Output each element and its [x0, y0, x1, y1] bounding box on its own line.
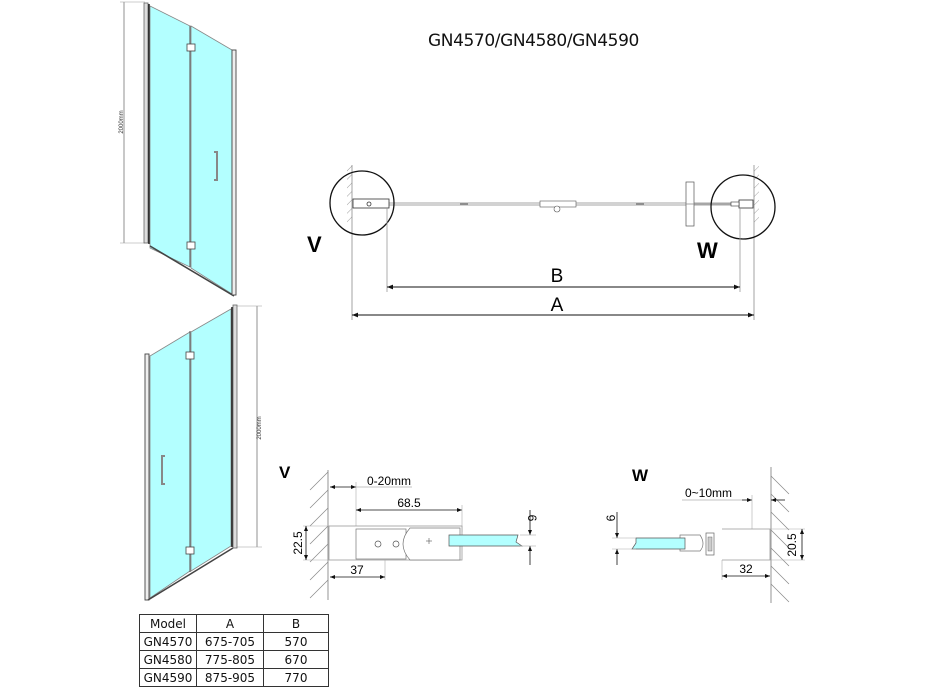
table-header: B [263, 614, 329, 633]
dimension-a-label: A [551, 295, 564, 316]
table-row: GN4570 675-705 570 [139, 632, 329, 651]
wall-profile [232, 304, 238, 549]
glass-panel-door [190, 25, 233, 295]
detail-v: V 0-20mm 68.5 [279, 463, 539, 600]
detail-circle-v [329, 170, 395, 236]
hinge-icon [185, 351, 195, 360]
door-view-bottom: 2000mm [144, 304, 263, 601]
glass-panel-fixed [149, 5, 191, 268]
table-row: GN4590 875-905 770 [139, 668, 329, 687]
drawing-title: GN4570/GN4580/GN4590 [428, 31, 639, 51]
glass-section [448, 534, 524, 547]
table-cell: GN4570 [139, 632, 197, 651]
height-label: 2000mm [257, 416, 263, 439]
profile-depth-label: 20.5 [785, 533, 799, 557]
glass-thickness-label: 6 [525, 515, 539, 522]
dimension-b-label: B [551, 266, 564, 287]
detail-label-w: W [697, 238, 718, 263]
model-dimension-table: Model A B GN4570 675-705 570 GN4580 775-… [139, 614, 329, 687]
profile-length-label: 68.5 [397, 496, 421, 510]
detail-w-title: W [632, 466, 649, 485]
hinge-icon [186, 241, 196, 250]
table-cell: 670 [263, 650, 329, 669]
hinge-icon [185, 546, 195, 555]
profile-depth-label: 22.5 [291, 531, 305, 555]
table-cell: 570 [263, 632, 329, 651]
hinge-icon [186, 43, 196, 52]
table-cell: 875-905 [196, 668, 264, 687]
detail-v-title: V [279, 463, 291, 482]
table-cell: 775-805 [196, 650, 264, 669]
door-view-top: 2000mm [119, 1, 237, 297]
wall-profile [143, 2, 149, 244]
door-handle-icon [161, 455, 165, 485]
table-header-row: Model A B [139, 614, 329, 633]
table-cell: 675-705 [196, 632, 264, 651]
wall-profile-width-label: 32 [739, 562, 753, 576]
glass-section [631, 537, 686, 550]
adjust-range-label: 0-20mm [367, 474, 411, 488]
table-header: Model [139, 614, 197, 633]
detail-w: W 0~10mm 6 20. [604, 466, 805, 603]
table-cell: 770 [263, 668, 329, 687]
table-header: A [196, 614, 264, 633]
detail-circle-w [710, 174, 776, 240]
detail-label-v: V [307, 232, 322, 257]
wall-profile-width-label: 37 [350, 563, 364, 577]
table-cell: GN4590 [139, 668, 197, 687]
profile-section [722, 528, 771, 561]
table-row: GN4580 775-805 670 [139, 650, 329, 669]
glass-thickness-label: 6 [604, 514, 618, 521]
height-label: 2000mm [119, 110, 125, 133]
plan-view: V W B A [307, 165, 776, 320]
adjust-range-label: 0~10mm [685, 486, 732, 500]
glass-panel-fixed [190, 308, 232, 572]
table-cell: GN4580 [139, 650, 197, 669]
glass-panel-door [149, 331, 191, 599]
door-handle-icon [214, 151, 218, 181]
